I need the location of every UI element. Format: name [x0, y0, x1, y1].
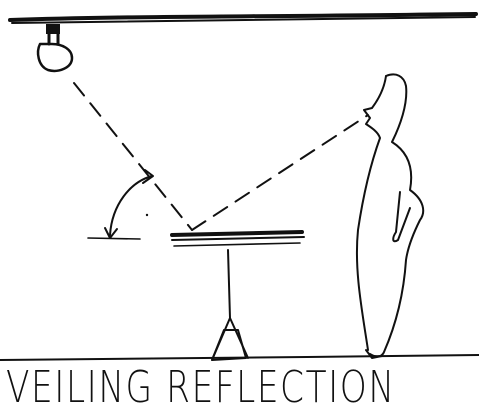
reflected-ray: [192, 115, 368, 230]
angle-arc: [88, 170, 153, 239]
diagram-caption: VEILING REFLECTION: [6, 362, 373, 414]
ceiling-line: [10, 14, 476, 23]
light-fixture-icon: [38, 24, 72, 71]
desk: [172, 232, 304, 360]
incident-ray: [74, 83, 192, 230]
person-figure: [357, 74, 423, 358]
